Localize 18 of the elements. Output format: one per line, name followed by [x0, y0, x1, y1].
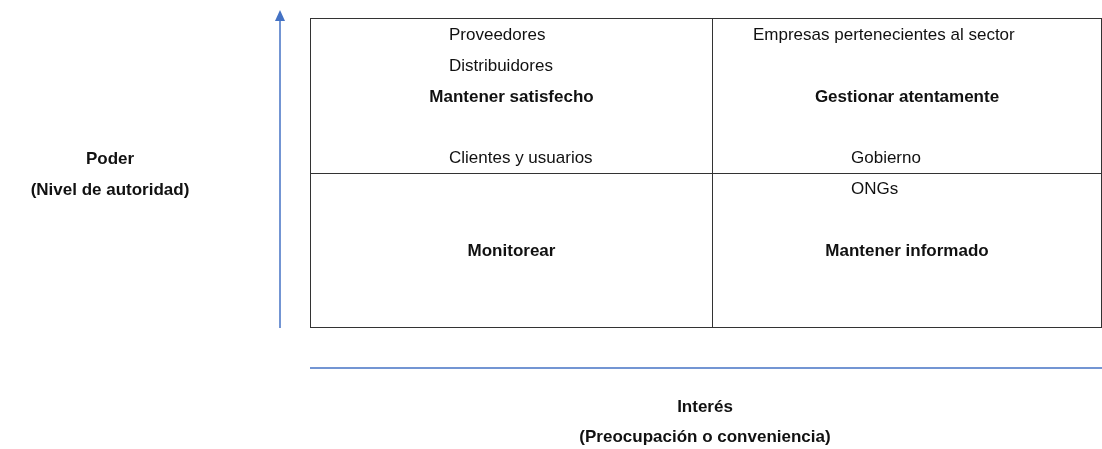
- stakeholder-label: Empresas pertenecientes al sector: [753, 25, 1015, 45]
- strategy-label: Monitorear: [467, 241, 556, 261]
- stakeholder-label: Gobierno: [851, 148, 921, 168]
- quadrant-cell: [712, 18, 1102, 174]
- strategy-label: Mantener satisfecho: [429, 87, 594, 107]
- stakeholder-label: Clientes y usuarios: [449, 148, 593, 168]
- quadrant-cell: [310, 18, 713, 174]
- axis-label: (Preocupación o conveniencia): [579, 426, 831, 448]
- stakeholder-label: Distribuidores: [449, 56, 553, 76]
- axis-label: Poder: [85, 148, 135, 170]
- strategy-label: Gestionar atentamente: [814, 87, 1000, 107]
- quadrant-cell: [310, 173, 713, 328]
- stakeholder-label: ONGs: [851, 179, 899, 199]
- axis-label: Interés: [677, 396, 733, 418]
- quadrant-cell: [712, 173, 1102, 328]
- strategy-label: Mantener informado: [825, 241, 989, 261]
- stakeholder-label: Proveedores: [449, 25, 546, 45]
- axis-label: (Nivel de autoridad): [30, 179, 190, 201]
